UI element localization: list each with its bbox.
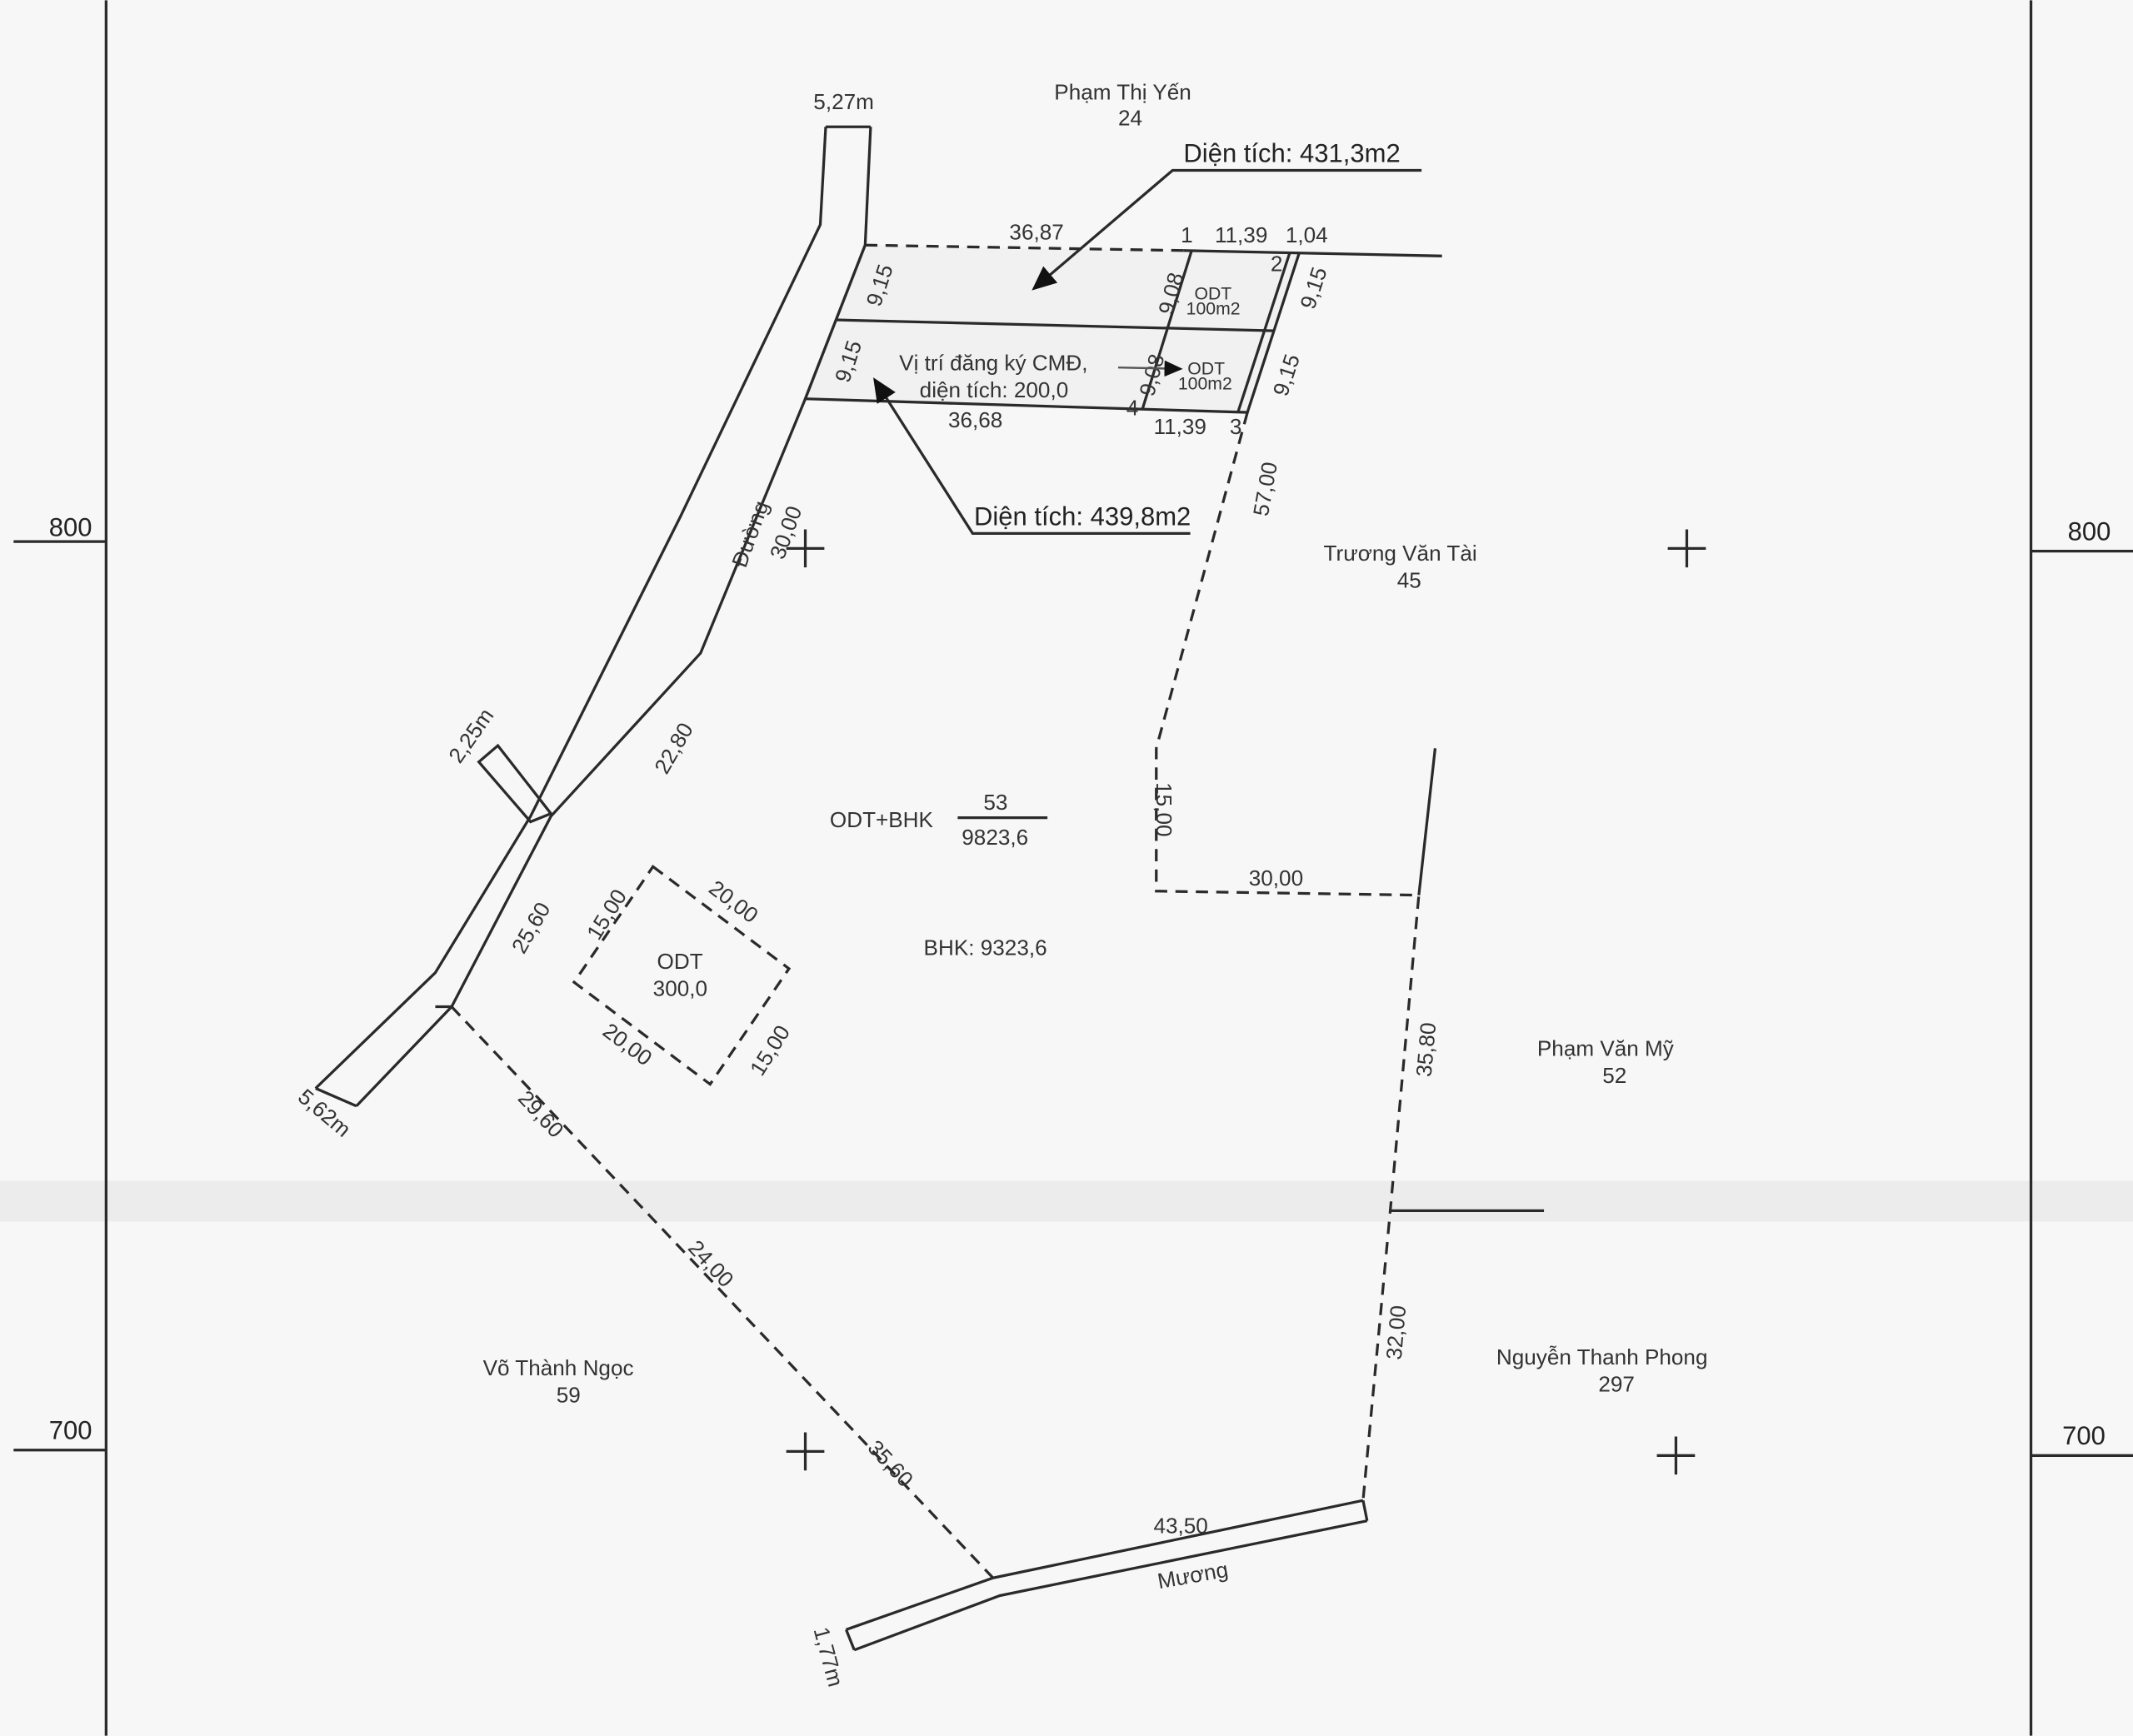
area-callouts: Diện tích: 431,3m2 Diện tích: 439,8m2 (873, 139, 1422, 535)
point-label: 2 (1271, 251, 1283, 276)
main-parcel: ODT+BHK 53 9823,6 BHK: 9323,6 (830, 790, 1048, 960)
dimension-label: 57,00 (1248, 460, 1282, 518)
point-label: 1 (1181, 222, 1193, 247)
road-dimension: 22,80 (649, 718, 698, 778)
dimension-label: 30,00 (1249, 866, 1303, 890)
grid-label: 700 (49, 1416, 92, 1445)
dimension-label: 20,00 (704, 875, 762, 928)
paper-fold (0, 1180, 2133, 1222)
neighbor-labels: Phạm Thị Yến 24 Trương Văn Tài 45 Phạm V… (483, 80, 1708, 1408)
dimension-label: 36,68 (948, 407, 1002, 432)
parcel-area: 9823,6 (962, 825, 1028, 850)
dimension-label: 36,87 (1009, 220, 1063, 245)
grid-cross-icons (786, 529, 1706, 1475)
point-label: 3 (1230, 414, 1242, 439)
dimension-label: 35,80 (1411, 1021, 1441, 1078)
dimension-label: 35,60 (863, 1435, 919, 1492)
neighbor-name: Phạm Văn Mỹ (1537, 1035, 1674, 1060)
dimension-label: 43,50 (1153, 1513, 1207, 1538)
land-type-label: ODT (657, 949, 703, 974)
dimension-label: 29,60 (513, 1085, 569, 1142)
dimension-label: 11,39 (1153, 414, 1206, 439)
dimension-label: 1,04 (1286, 222, 1328, 247)
neighbor-name: Võ Thành Ngọc (483, 1355, 634, 1380)
neighbor-name: Trương Văn Tài (1324, 541, 1477, 566)
canal-width-label: 1,77m (809, 1624, 849, 1689)
dimension-label: 9,15 (1295, 264, 1331, 312)
parcel-number: 53 (983, 790, 1007, 815)
grid-label: 800 (2068, 517, 2111, 546)
grid-label: 700 (2062, 1421, 2106, 1450)
dimension-label: 20,00 (598, 1018, 657, 1070)
land-type-label: ODT+BHK (830, 807, 934, 832)
road-width-label: 5,27m (813, 89, 874, 114)
bhk-area: BHK: 9323,6 (924, 935, 1047, 960)
neighbor-number: 24 (1118, 106, 1142, 131)
dimension-label: 15,00 (745, 1020, 795, 1080)
point-label: 4 (1126, 395, 1139, 420)
dimension-label: 11,39 (1215, 222, 1267, 247)
odt-square: ODT 300,0 15,00 20,00 20,00 15,00 (572, 865, 795, 1086)
dimension-label: 32,00 (1381, 1304, 1411, 1361)
road: 5,27m Đường 30,00 22,80 25,60 2,25m 5,62… (293, 89, 874, 1142)
grid-label: 800 (49, 513, 92, 542)
neighbor-number: 59 (557, 1383, 581, 1408)
neighbor-number: 297 (1598, 1372, 1635, 1397)
dimension-label: 15,00 (582, 885, 632, 944)
neighbor-name: Nguyễn Thanh Phong (1496, 1344, 1708, 1369)
registration-label: Vị trí đăng ký CMĐ, (899, 350, 1087, 375)
dimension-label: 24,00 (683, 1235, 739, 1292)
dimension-label: 9,15 (1268, 351, 1305, 399)
grid-frame: 800 800 700 700 (13, 0, 2133, 1736)
area-label: 100m2 (1178, 374, 1232, 393)
area-callout-bottom: Diện tích: 439,8m2 (974, 502, 1191, 531)
land-type-label: ODT (1187, 359, 1225, 378)
dimension-label: 15,00 (1151, 782, 1176, 836)
road-dimension: 25,60 (507, 898, 556, 958)
road-spur-width: 2,25m (443, 704, 498, 768)
road-name: Đường (727, 497, 773, 571)
area-label: 100m2 (1186, 300, 1241, 319)
registration-label: diện tích: 200,0 (920, 377, 1069, 402)
neighbor-number: 45 (1397, 568, 1421, 593)
area-callout-top: Diện tích: 431,3m2 (1183, 139, 1400, 168)
neighbor-number: 52 (1602, 1063, 1626, 1088)
neighbor-name: Phạm Thị Yến (1054, 80, 1191, 105)
land-type-label: ODT (1194, 285, 1231, 304)
boundary-lines: 57,00 15,00 30,00 35,80 32,00 29,60 24,0… (450, 412, 1545, 1579)
canal: 43,50 Mương 1,77m (809, 1499, 1369, 1689)
detail-parcel: 36,87 1 11,39 1,04 2 9,15 9,15 9,08 9,08… (803, 220, 1442, 439)
area-label: 300,0 (653, 975, 707, 1000)
